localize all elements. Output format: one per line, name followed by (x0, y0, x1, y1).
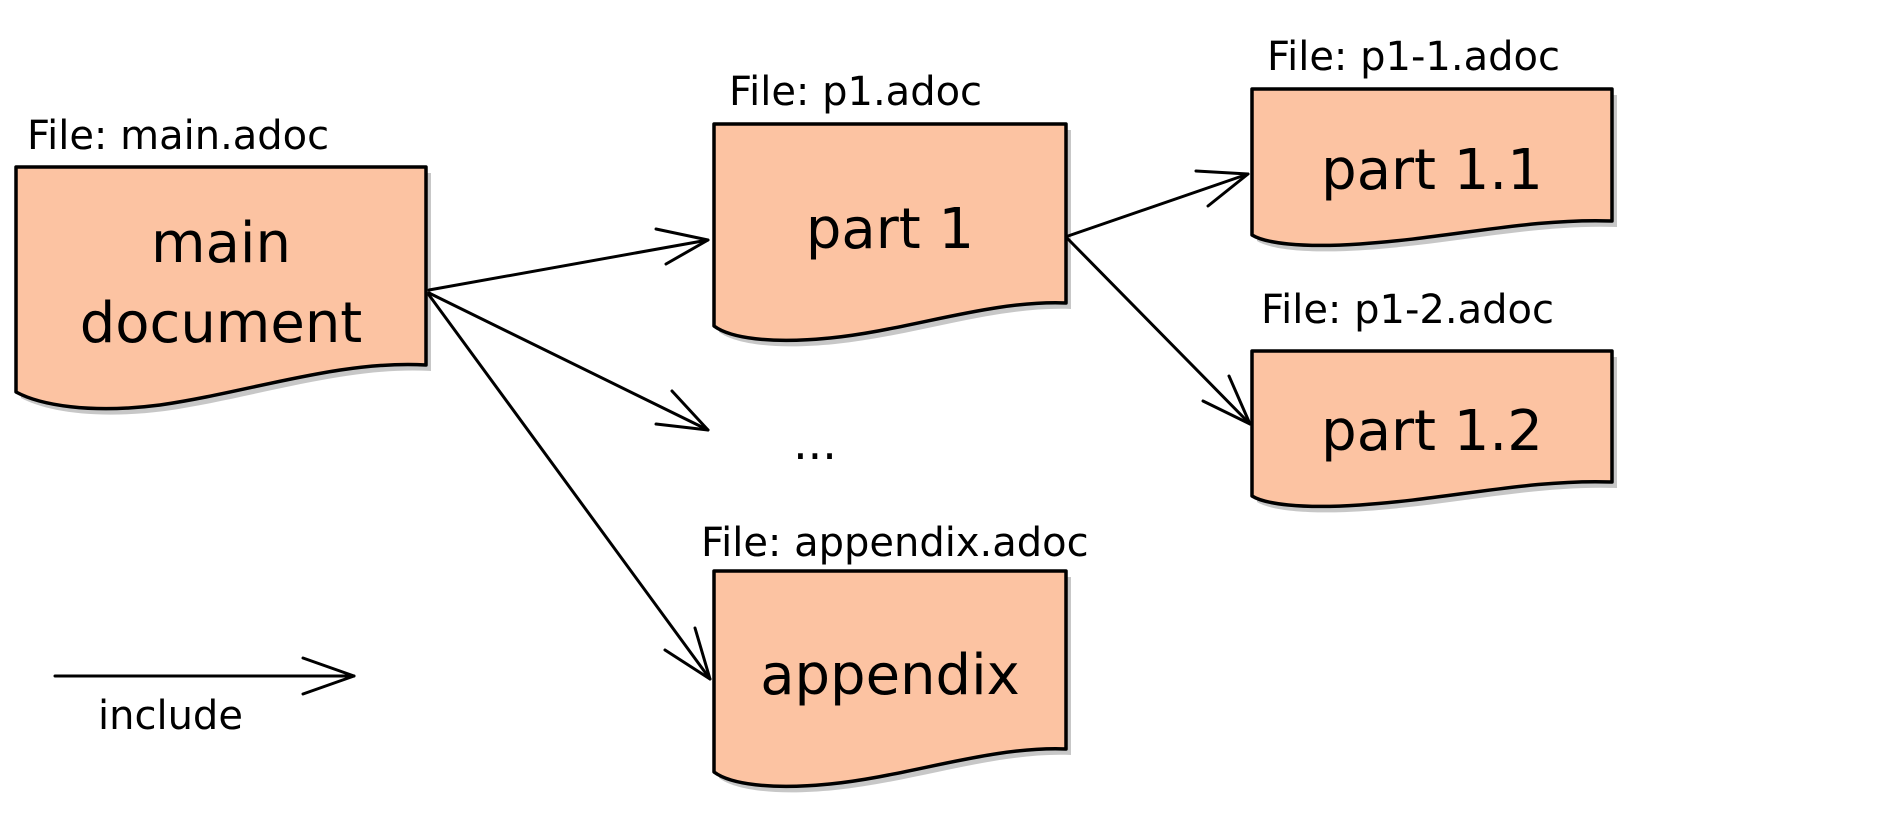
document-p1-1-title: part 1.1 (1321, 138, 1543, 203)
document-p1-file-label: File: p1.adoc (729, 69, 982, 115)
document-appendix-shape (712, 569, 1068, 789)
edge-p1-to-p1-1 (1066, 169, 1250, 238)
document-p1-shape (712, 122, 1068, 343)
document-p1: File: p1.adoc part 1 (712, 69, 1071, 347)
legend-label: include (98, 693, 243, 739)
document-p1-2-file-label: File: p1-2.adoc (1261, 287, 1554, 333)
document-appendix-file-label: File: appendix.adoc (701, 520, 1089, 566)
legend-arrow (53, 656, 356, 696)
legend: include (53, 656, 356, 739)
document-p1-2-title: part 1.2 (1321, 399, 1543, 464)
document-appendix: File: appendix.adoc appendix (701, 520, 1089, 793)
document-p1-1: File: p1-1.adoc part 1.1 (1250, 34, 1617, 252)
edge-p1-to-p1-2 (1066, 237, 1252, 426)
document-p1-2: File: p1-2.adoc part 1.2 (1250, 287, 1617, 513)
document-p1-2-shape (1250, 349, 1614, 509)
document-p1-1-file-label: File: p1-1.adoc (1267, 34, 1560, 80)
document-main-shape (14, 165, 428, 411)
document-appendix-title: appendix (760, 643, 1020, 708)
edge-main-to-ellipsis (427, 291, 710, 432)
edge-main-to-appendix (427, 293, 712, 681)
edge-main-to-p1 (427, 227, 710, 292)
document-main-file-label: File: main.adoc (27, 113, 329, 159)
document-main: File: main.adoc main document (14, 113, 431, 415)
document-p1-title: part 1 (806, 197, 974, 262)
document-main-title-line2: document (80, 291, 363, 356)
document-p1-1-shape (1250, 87, 1614, 248)
more-parts-ellipsis: ... (793, 416, 837, 470)
document-main-title-line1: main (151, 211, 291, 276)
